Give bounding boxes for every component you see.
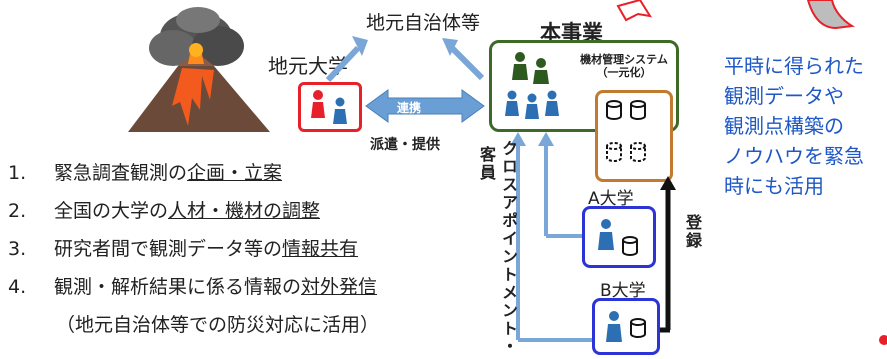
volcano-illustration	[128, 7, 270, 132]
b-university-box	[592, 298, 660, 355]
note-line: 時にも活用	[724, 174, 824, 198]
dispatch-label: 派遣・提供	[370, 137, 440, 153]
list-number: 2.	[8, 200, 27, 222]
a-university-box	[582, 206, 656, 268]
registration-label: 登録	[683, 214, 702, 250]
a-univ-researcher	[598, 219, 638, 256]
local-university-box	[298, 82, 362, 132]
red-dot	[879, 335, 887, 345]
list-number: 3.	[8, 238, 27, 260]
list-underlined-text: 人材・機材の調整	[168, 200, 321, 222]
arrow-to-local-gov-right-head	[442, 38, 458, 56]
note-line: 観測点構築の	[724, 114, 844, 138]
b-univ-researcher	[606, 311, 646, 342]
local-univ-researchers	[311, 90, 347, 124]
a-university-label: A大学	[588, 189, 634, 209]
list-text: 研究者間で観測データ等の	[54, 238, 283, 260]
arrow-to-local-gov-left-head	[352, 36, 368, 56]
list-number: 4.	[8, 276, 27, 298]
system-line1: 機材管理システム	[580, 53, 668, 66]
usage-note: 平時に得られた 観測データや 観測点構築の ノウハウを緊急 時にも活用	[724, 51, 884, 201]
role-list: 1. 緊急調査観測の企画・立案 2. 全国の大学の人材・機材の調整 3. 研究者間で観…	[8, 154, 379, 344]
project-box	[489, 40, 679, 132]
list-text: 観測・解析結果に係る情報の	[54, 276, 302, 298]
list-underlined-text: 情報共有	[282, 238, 359, 260]
local-government-label: 地元自治体等	[366, 12, 481, 34]
equipment-icons	[606, 100, 646, 162]
note-line: ノウハウを緊急	[724, 144, 864, 168]
cross-appointment-label: クロスアポイントメント・	[499, 140, 518, 356]
grey-curve-hint	[806, 0, 855, 30]
note-line: 平時に得られた	[724, 54, 864, 78]
list-item: 2. 全国の大学の人材・機材の調整	[8, 192, 379, 230]
arrow-to-local-gov-right	[449, 45, 485, 81]
list-number: 1.	[8, 162, 27, 184]
system-line2: （一元化）	[596, 66, 652, 79]
list-underlined-text: 企画・立案	[187, 162, 283, 184]
renkei-label: 連携	[397, 101, 422, 115]
list-item: 3. 研究者間で観測データ等の情報共有	[8, 230, 379, 268]
orange-arrow-hint	[616, 0, 653, 22]
list-underlined-text: 対外発信	[301, 276, 378, 298]
renkei-double-arrow	[365, 89, 485, 123]
list-text: 全国の大学の	[54, 200, 169, 222]
equipment-system-label: 機材管理システム （一元化）	[578, 53, 670, 79]
guest-label: 客員	[477, 146, 496, 182]
note-line: 観測データや	[724, 84, 844, 108]
arrow-to-local-gov-left	[325, 45, 361, 83]
list-text: 緊急調査観測の	[54, 162, 188, 184]
list-item: 1. 緊急調査観測の企画・立案	[8, 154, 379, 192]
b-university-label: B大学	[600, 281, 646, 301]
list-subnote: （地元自治体等での防災対応に活用）	[56, 314, 380, 336]
project-staff	[505, 52, 559, 119]
list-item: 4. 観測・解析結果に係る情報の対外発信	[8, 268, 379, 306]
